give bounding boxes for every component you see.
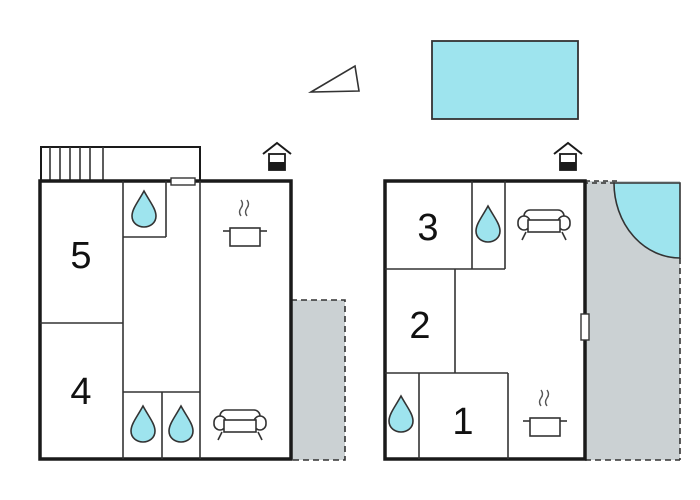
quarter-pool-icon <box>613 182 681 259</box>
stair-terrace <box>40 146 201 182</box>
window <box>170 177 196 186</box>
building-right: 3 2 1 <box>383 179 590 461</box>
room-number-5: 5 <box>70 235 91 277</box>
entrance-icon-left <box>262 142 292 171</box>
room-number-1: 1 <box>452 401 473 443</box>
building-left: 5 4 <box>38 146 293 461</box>
room-number-2: 2 <box>409 305 430 347</box>
stairs-icon <box>49 147 104 181</box>
terrace-left <box>291 299 346 461</box>
terrace-right <box>584 180 681 461</box>
window <box>580 313 590 341</box>
room-number-3: 3 <box>417 207 438 249</box>
room-number-4: 4 <box>70 371 91 413</box>
north-arrow-icon <box>307 64 360 93</box>
swimming-pool-icon <box>431 40 579 120</box>
entrance-icon-right <box>553 142 583 171</box>
